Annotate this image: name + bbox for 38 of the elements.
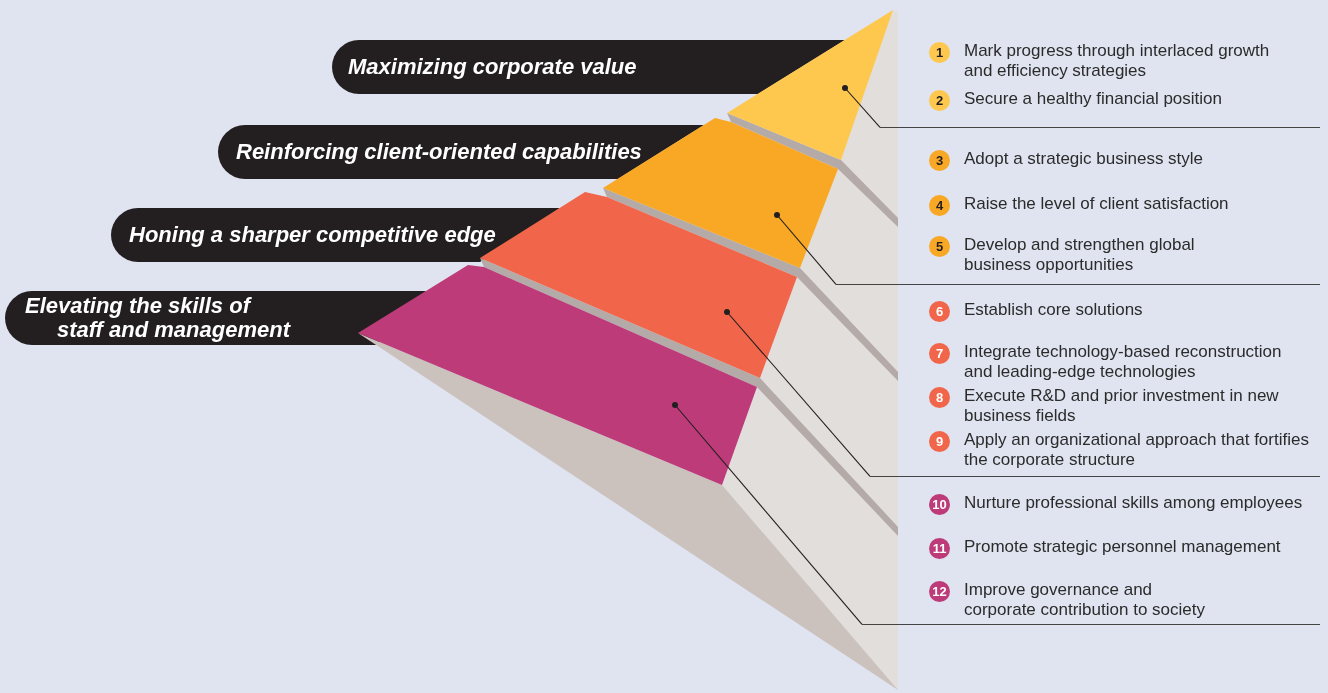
- pyramid-tier: [358, 265, 757, 485]
- leader-line: [724, 309, 871, 477]
- number-badge: 1: [929, 42, 950, 63]
- objective-text: Integrate technology-based reconstruction and leading-edge technologies: [964, 342, 1283, 382]
- number-badge: 7: [929, 343, 950, 364]
- leader-line: [842, 85, 881, 128]
- objective-text: Promote strategic personnel management: [964, 537, 1282, 557]
- title-banner: [332, 40, 845, 94]
- banner-text: Honing a sharper competitive edge: [129, 223, 496, 247]
- objective-text: Develop and strengthen global business opportunities: [964, 235, 1196, 275]
- number-badge: 3: [929, 150, 950, 171]
- objective-text: Mark progress through interlaced growth and efficiency strategies: [964, 41, 1271, 81]
- number-badge: 5: [929, 236, 950, 257]
- number-badge: 11: [929, 538, 950, 559]
- number-badge: 10: [929, 494, 950, 515]
- pyramid-tier: [727, 10, 893, 160]
- number-badge: 8: [929, 387, 950, 408]
- objective-text: Improve governance and corporate contribution to society: [964, 580, 1206, 620]
- objective-text: Nurture professional skills among employees: [964, 493, 1304, 513]
- objective-text: Establish core solutions: [964, 300, 1144, 320]
- number-badge: 9: [929, 431, 950, 452]
- banner-text: Elevating the skills of staff and management: [25, 294, 290, 342]
- objective-text: Secure a healthy financial position: [964, 89, 1223, 109]
- number-badge: 12: [929, 581, 950, 602]
- title-banner: [218, 125, 704, 179]
- banner-text: Reinforcing client-oriented capabilities: [236, 140, 642, 164]
- number-badge: 6: [929, 301, 950, 322]
- leader-line: [672, 402, 863, 625]
- objective-text: Adopt a strategic business style: [964, 149, 1205, 169]
- objective-text: Apply an organizational approach that fortifies the corporate structure: [964, 430, 1310, 470]
- objective-text: Raise the level of client satisfaction: [964, 194, 1230, 214]
- banner-text: Maximizing corporate value: [348, 55, 637, 79]
- number-badge: 2: [929, 90, 950, 111]
- title-banner: [5, 291, 426, 345]
- number-badge: 4: [929, 195, 950, 216]
- title-banner: [111, 208, 560, 262]
- objective-text: Execute R&D and prior investment in new business fields: [964, 386, 1280, 426]
- leader-line: [774, 212, 837, 285]
